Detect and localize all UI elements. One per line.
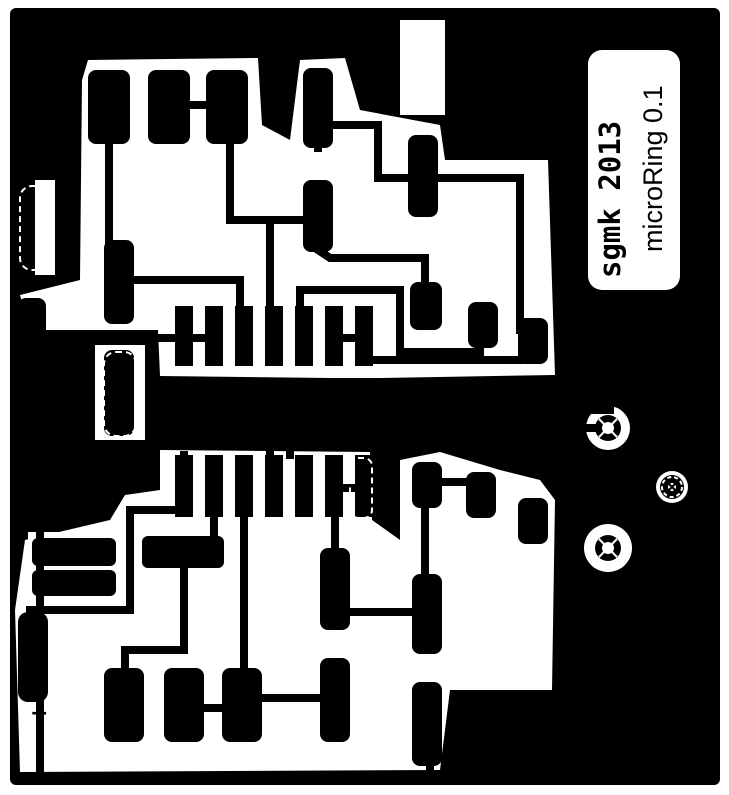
left-pad-group xyxy=(18,298,116,702)
polarity-plus-mark: + xyxy=(30,701,48,726)
bottom-pad-group xyxy=(104,455,548,766)
dashed-circle-icon xyxy=(660,475,684,499)
bottom-trace-group xyxy=(26,374,614,784)
crossed-circle-icon xyxy=(595,535,621,561)
top-trace-group xyxy=(36,101,524,364)
board-title-label: microRing 0.1 xyxy=(638,85,668,252)
author-label: sgmk 2013 xyxy=(593,121,627,278)
dashed-outline-group xyxy=(19,23,441,519)
crossed-circle-icon xyxy=(595,415,621,441)
